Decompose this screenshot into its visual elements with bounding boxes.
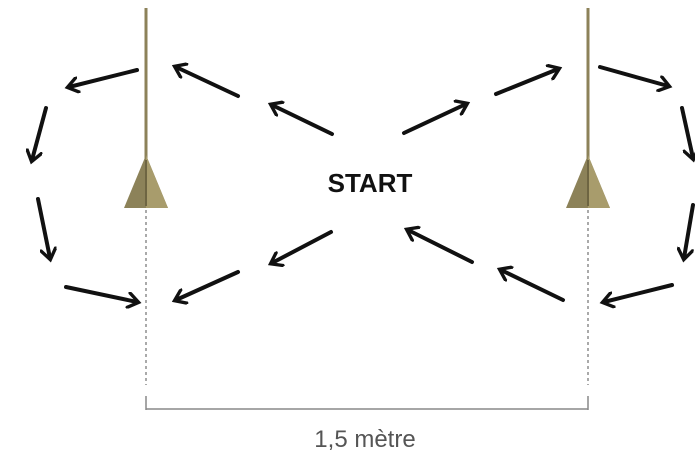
arrow-center-up-right-1 <box>402 104 466 135</box>
distance-label: 1,5 mètre <box>314 426 416 453</box>
arrow-center-down-left-2 <box>176 270 240 300</box>
arrow-right-loop-upper <box>680 106 695 158</box>
path-arrows <box>32 65 695 302</box>
arrow-upper-left-to-center-1 <box>176 67 240 98</box>
arrow-lower-right-to-center-2 <box>408 230 474 264</box>
start-label: START <box>327 168 413 198</box>
arrow-right-loop-lower <box>684 203 695 258</box>
left-pole <box>124 8 168 208</box>
arrow-right-loop-bottom <box>604 283 674 302</box>
arrow-left-loop-top <box>69 68 139 87</box>
right-pole-cone-shade <box>588 155 610 208</box>
arrow-center-up-right-2 <box>494 69 558 96</box>
arrow-left-loop-lower <box>36 197 50 258</box>
arrow-lower-right-to-center-1 <box>501 270 565 302</box>
arrow-right-loop-top <box>598 65 668 86</box>
right-pole <box>566 8 610 208</box>
arrow-upper-left-to-center-2 <box>272 105 334 136</box>
left-pole-cone-shade <box>146 155 168 208</box>
arrow-center-down-left-1 <box>272 230 333 263</box>
distance-bracket <box>145 396 589 410</box>
arrow-left-loop-upper <box>32 106 48 160</box>
arrow-left-loop-bottom <box>64 285 137 302</box>
